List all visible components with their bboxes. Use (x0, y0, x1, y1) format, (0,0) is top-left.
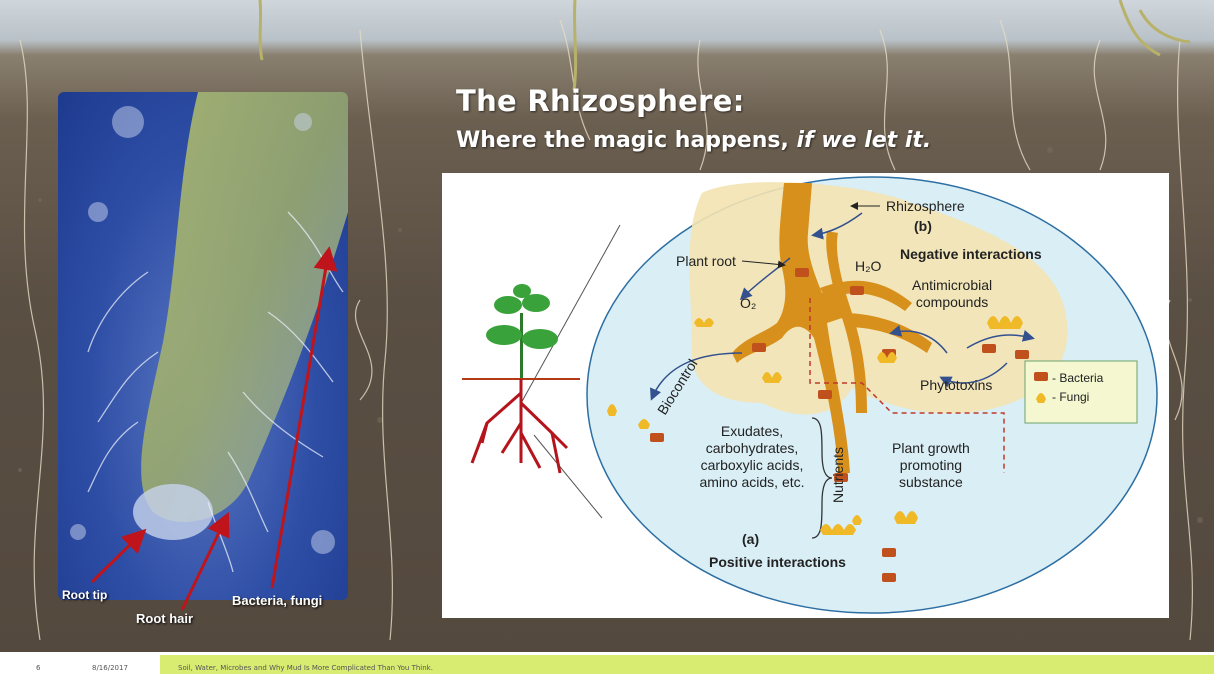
o2-label: O₂ (740, 295, 756, 312)
positive-interactions-label: Positive interactions (709, 554, 846, 571)
h2o-label: H₂O (855, 258, 881, 275)
root-tip-arrow (92, 535, 140, 582)
growth-substance-label: Plant growth promoting substance (892, 440, 970, 491)
phytotoxins-label: Phytotoxins (920, 377, 992, 394)
footer-date: 8/16/2017 (92, 664, 128, 672)
plant-root-label: Plant root (676, 253, 736, 270)
root-hair-arrow (182, 520, 225, 610)
plant-icon (462, 284, 580, 473)
rhizosphere-diagram: Rhizosphere (b) Negative interactions Pl… (442, 173, 1169, 618)
rhizosphere-label: Rhizosphere (886, 198, 965, 215)
nutrients-label: Nutrients (830, 447, 847, 503)
root-hair-label: Root hair (136, 611, 193, 626)
negative-interactions-label: Negative interactions (900, 246, 1042, 263)
bacteria-fungi-arrow (272, 255, 328, 588)
page-number: 6 (36, 664, 40, 672)
legend-bacteria-label: - Bacteria (1052, 370, 1103, 387)
bacteria-fungi-label: Bacteria, fungi (232, 593, 322, 608)
root-tip-label: Root tip (62, 588, 107, 602)
exudates-label: Exudates, carbohydrates, carboxylic acid… (696, 423, 808, 491)
footer-text: Soil, Water, Microbes and Why Mud Is Mor… (178, 664, 433, 672)
part-b-label: (b) (914, 218, 932, 235)
antimicrobial-label: Antimicrobial compounds (912, 277, 992, 311)
part-a-label: (a) (742, 531, 759, 548)
legend-fungi-label: - Fungi (1052, 389, 1089, 406)
